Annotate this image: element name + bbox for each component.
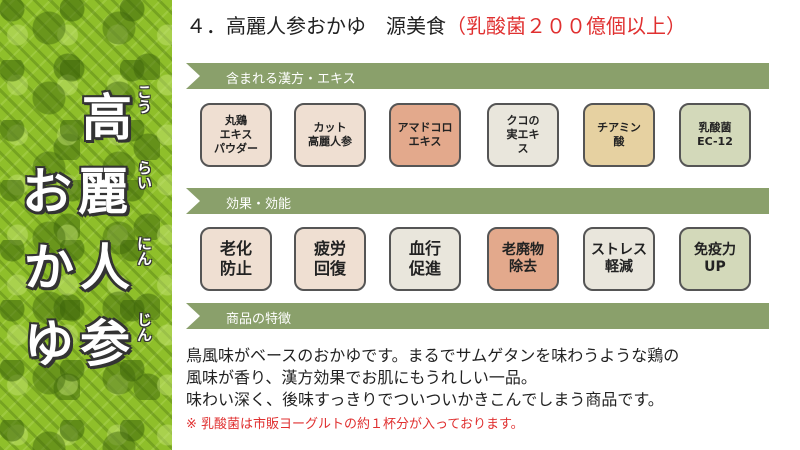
arrow-icon (186, 303, 200, 329)
lactobacillus-note: ※ 乳酸菌は市販ヨーグルトの約１杯分が入っております。 (186, 417, 524, 432)
title-main: ４．高麗人参おかゆ 源美食 (186, 14, 446, 38)
arrow-icon (186, 63, 200, 89)
description-line: 味わい深く、後味すっきりでついついかきこんでしまう商品です。 (186, 390, 664, 409)
title-reading: にん (135, 236, 153, 266)
title-reading: じん (135, 312, 153, 342)
description-line: 鳥風味がベースのおかゆです。まるでサムゲタンを味わうような鶏の (186, 346, 680, 365)
section-bar-features: 商品の特徴 (186, 303, 769, 329)
effect-box: 血行 促進 (389, 227, 461, 291)
effect-box: 疲労 回復 (294, 227, 366, 291)
description-line: 風味が香り、漢方効果でお肌にもうれしい一品。 (186, 368, 537, 387)
title-char: お (22, 163, 72, 221)
arrow-icon (186, 188, 200, 214)
title-note: （乳酸菌２００億個以上） (446, 14, 686, 38)
effect-box: 免疫力 UP (679, 227, 751, 291)
decorative-side-panel: 高 こう お 麗 らい か 人 にん ゆ 参 じん (0, 0, 172, 450)
title-char: ゆ (24, 315, 74, 373)
ingredient-box: カット 高麗人参 (294, 103, 366, 167)
title-char: 高 (82, 89, 132, 147)
title-char: 麗 (78, 163, 128, 221)
title-reading: こう (135, 84, 153, 114)
ingredient-box: クコの 実エキ ス (487, 103, 559, 167)
page-title: ４．高麗人参おかゆ 源美食（乳酸菌２００億個以上） (186, 10, 686, 39)
ingredient-box: チアミン 酸 (583, 103, 655, 167)
effect-box: ストレス 軽減 (583, 227, 655, 291)
section-label: 商品の特徴 (226, 312, 292, 327)
section-label: 含まれる漢方・エキス (226, 72, 356, 87)
effect-box: 老化 防止 (200, 227, 272, 291)
section-label: 効果・効能 (226, 197, 292, 212)
title-char: か (24, 239, 74, 297)
ingredient-box: 乳酸菌 EC-12 (679, 103, 751, 167)
section-bar-ingredients: 含まれる漢方・エキス (186, 63, 769, 89)
title-char: 人 (80, 239, 130, 297)
title-char: 参 (80, 315, 130, 373)
effect-box: 老廃物 除去 (487, 227, 559, 291)
ingredient-box: 丸鶏 エキス パウダー (200, 103, 272, 167)
ingredient-box: アマドコロ エキス (389, 103, 461, 167)
title-reading: らい (135, 160, 153, 190)
section-bar-effects: 効果・効能 (186, 188, 769, 214)
product-description: 鳥風味がベースのおかゆです。まるでサムゲタンを味わうような鶏の 風味が香り、漢方… (186, 345, 679, 411)
